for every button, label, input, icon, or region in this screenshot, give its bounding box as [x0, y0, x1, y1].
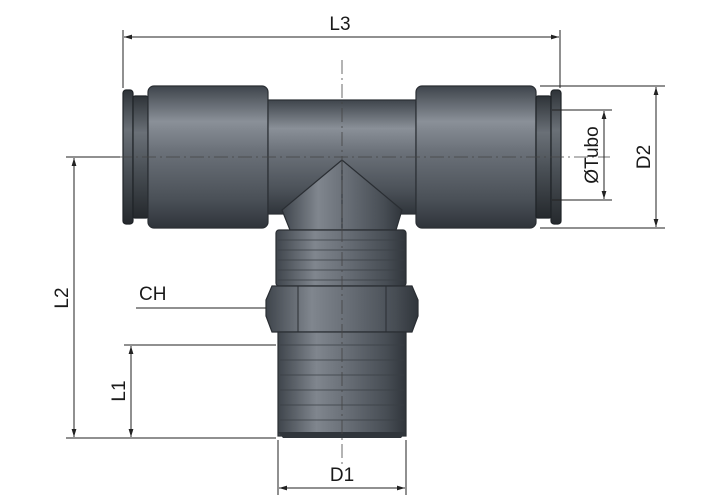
dim-L3: L3: [122, 14, 561, 88]
label-L2: L2: [52, 287, 73, 308]
dim-CH: CH: [136, 284, 266, 309]
label-CH: CH: [139, 284, 166, 305]
label-tube: ØTubo: [582, 126, 603, 183]
label-D1: D1: [330, 465, 354, 486]
dim-L2: L2: [52, 156, 276, 439]
dim-D2: D2: [540, 85, 665, 229]
label-D2: D2: [634, 145, 655, 169]
label-L1: L1: [109, 380, 130, 401]
upper-collar: [275, 229, 407, 287]
dim-tube: ØTubo: [552, 109, 612, 201]
label-L3: L3: [329, 14, 350, 35]
collar-grooves: [278, 239, 404, 281]
dim-L1: L1: [109, 344, 276, 437]
dim-D1: D1: [277, 440, 407, 495]
